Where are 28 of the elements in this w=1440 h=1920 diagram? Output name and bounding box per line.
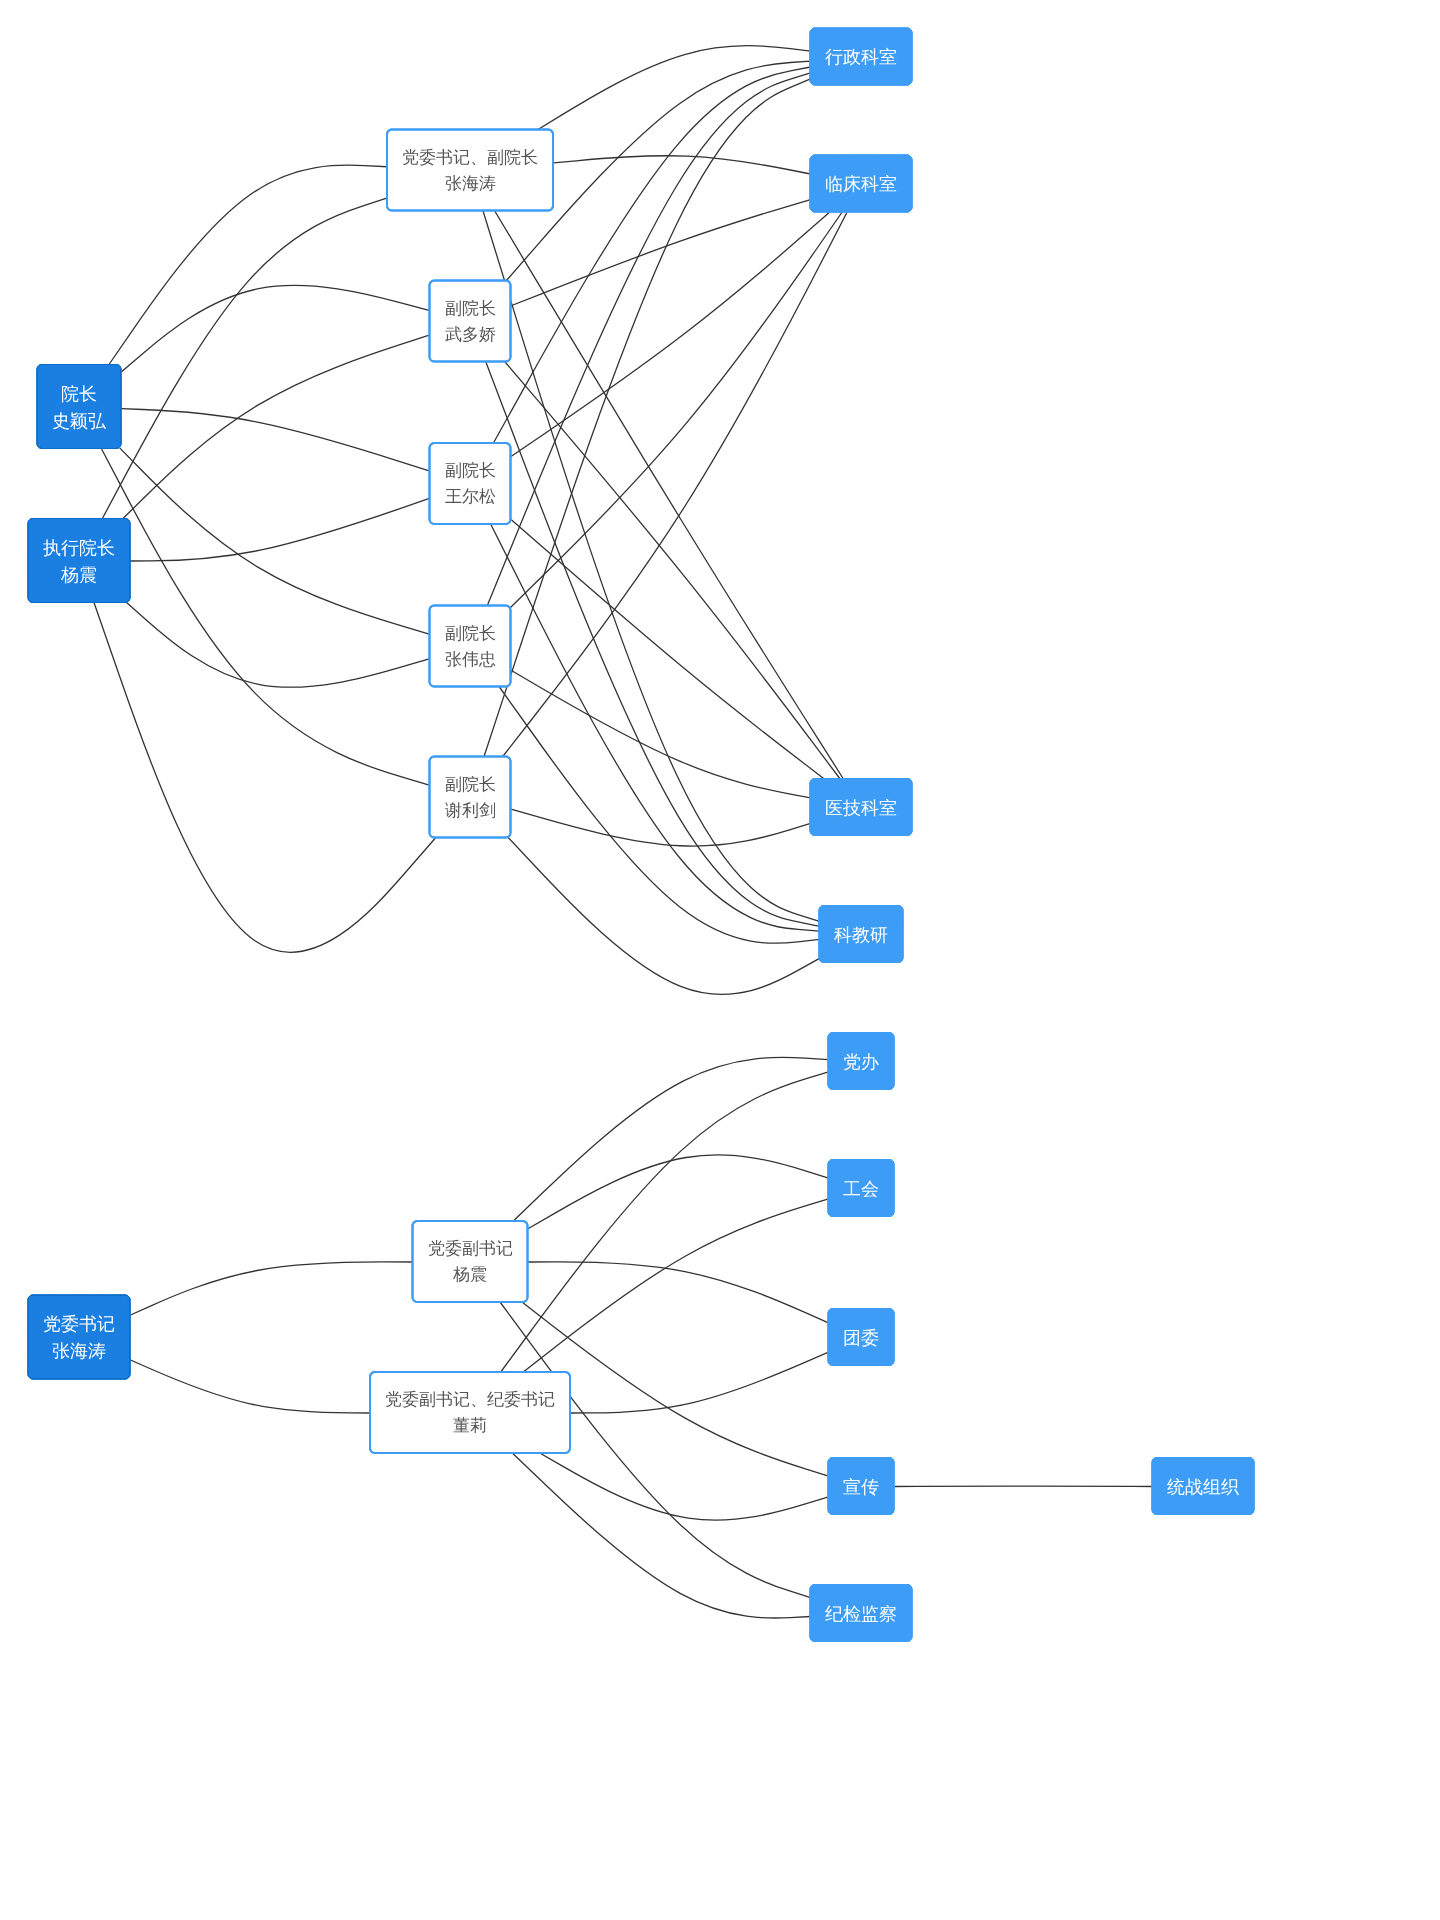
connector: [507, 836, 821, 995]
connector: [512, 1056, 830, 1223]
connector: [540, 1452, 830, 1521]
connector: [504, 361, 841, 780]
connector: [510, 211, 830, 458]
connector: [492, 66, 812, 445]
connector: [505, 60, 812, 282]
connector: [536, 45, 812, 131]
connector: [490, 523, 821, 932]
connector: [486, 72, 812, 607]
connector: [482, 210, 821, 922]
connector: [485, 361, 821, 927]
connector: [499, 1071, 830, 1374]
connector: [512, 1452, 812, 1619]
connector: [527, 1154, 830, 1230]
connector: [499, 1301, 812, 1599]
connector: [93, 602, 437, 953]
connector: [521, 1301, 830, 1477]
connector: [483, 78, 812, 758]
connector: [510, 198, 812, 307]
connector: [498, 686, 821, 944]
connector: [893, 1485, 1154, 1488]
connector: [509, 211, 843, 609]
connector: [521, 1198, 830, 1374]
connector: [510, 808, 812, 847]
connector: [510, 518, 825, 780]
connector: [510, 669, 812, 799]
connector: [527, 1261, 830, 1324]
